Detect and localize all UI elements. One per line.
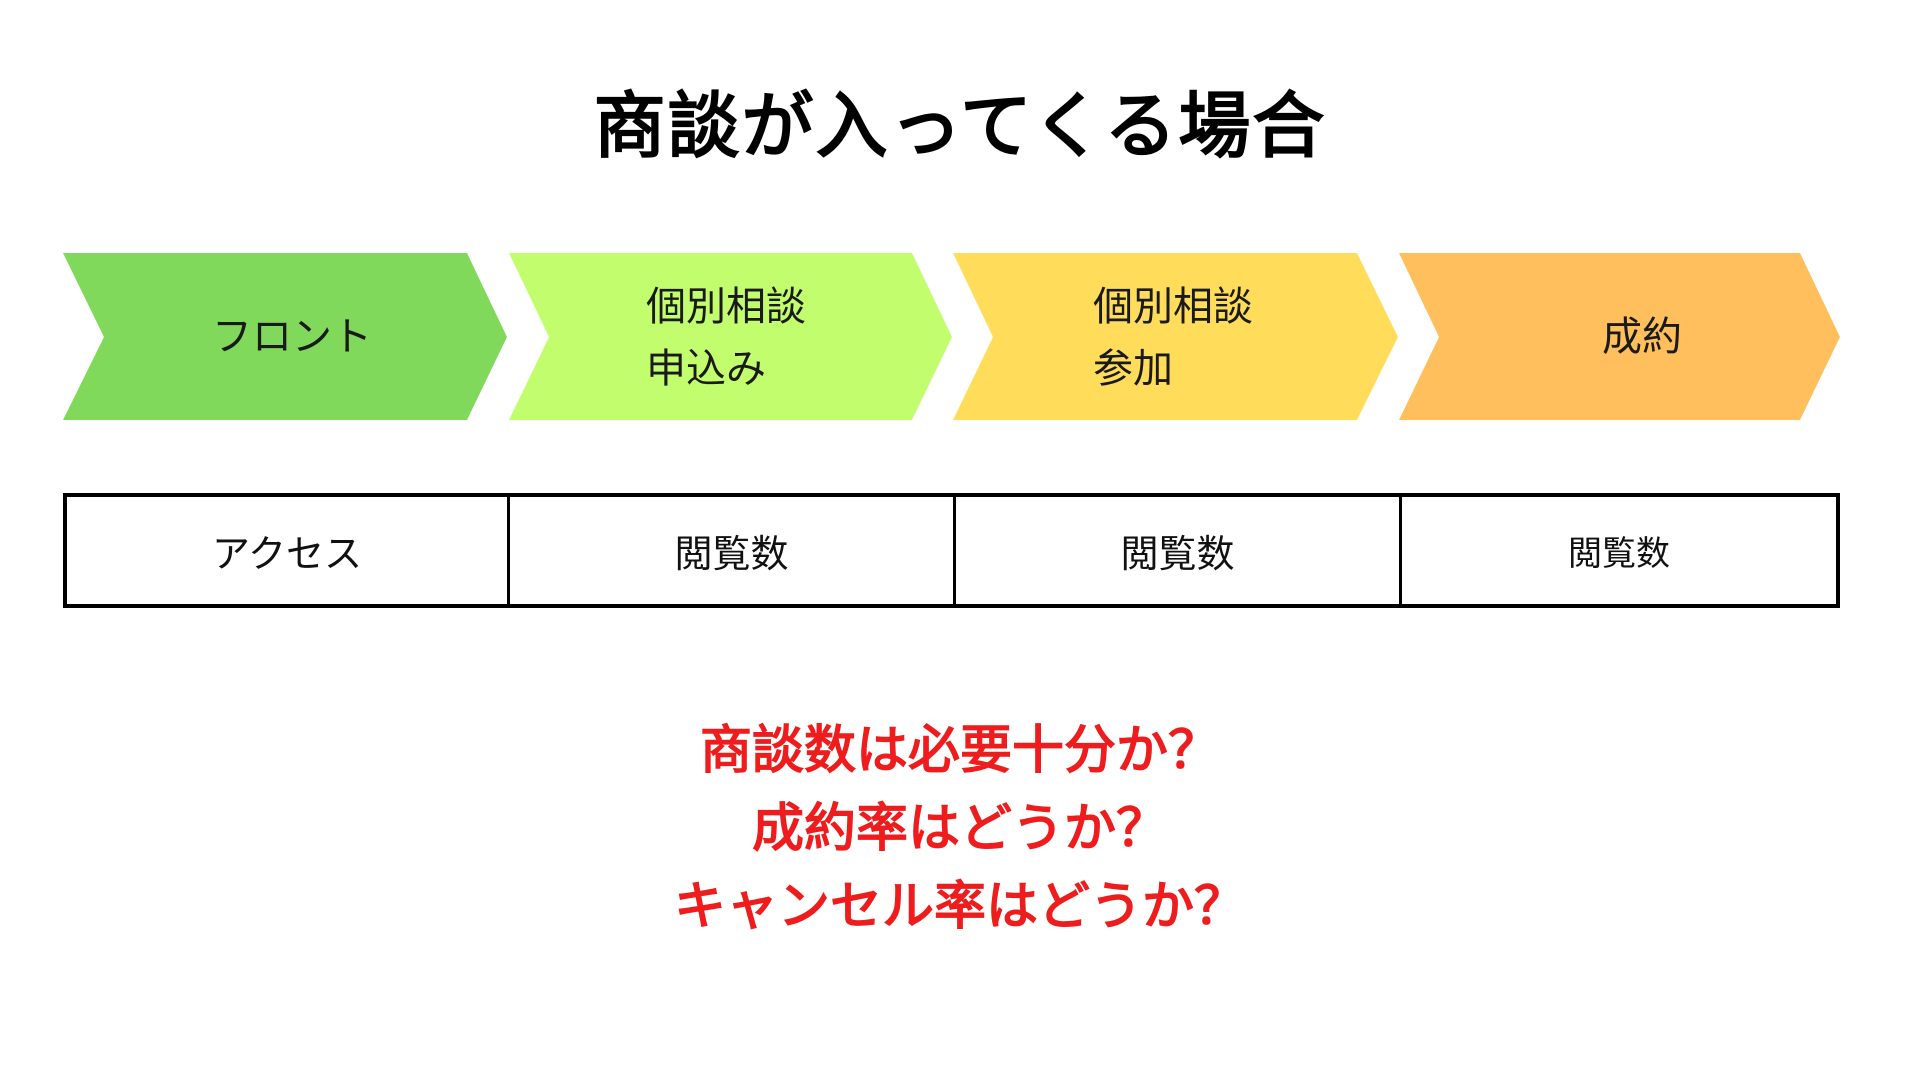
stage-label-front: フロント xyxy=(212,306,372,368)
key-questions: 商談数は必要十分か？ 成約率はどうか？ キャンセル率はどうか？ xyxy=(0,712,1920,946)
stage-label-line: フロント xyxy=(212,314,372,360)
metric-cell-access: アクセス xyxy=(67,497,510,604)
stage-chevron-consult-apply xyxy=(509,253,952,420)
stage-label-line: 申込み xyxy=(646,346,766,392)
question-deal-count: 商談数は必要十分か？ xyxy=(699,721,1220,781)
stage-label-line: 個別相談 xyxy=(646,284,806,330)
stage-label-consult-apply: 個別相談 申込み xyxy=(646,276,806,400)
stage-label-line: 成約 xyxy=(1602,314,1682,360)
stage-label-line: 参加 xyxy=(1093,346,1173,392)
question-cancel-rate: キャンセル率はどうか？ xyxy=(673,877,1246,937)
question-close-rate: 成約率はどうか？ xyxy=(751,799,1168,859)
metric-label: 閲覧数 xyxy=(1568,534,1670,574)
stage-label-contract: 成約 xyxy=(1602,306,1682,368)
stage-chevron-contract xyxy=(1399,253,1840,420)
metric-label: アクセス xyxy=(211,532,363,576)
slide-title: 商談が入ってくる場合 xyxy=(593,84,1327,168)
metric-label: 閲覧数 xyxy=(674,532,789,576)
stage-label-line: 個別相談 xyxy=(1093,284,1253,330)
metric-cell-views-contract: 閲覧数 xyxy=(1402,497,1836,604)
stage-label-consult-attend: 個別相談 参加 xyxy=(1093,276,1253,400)
stage-chevron-consult-attend xyxy=(953,253,1398,420)
stage-chevron-front xyxy=(63,253,507,420)
metric-cell-views-apply: 閲覧数 xyxy=(510,497,956,604)
metric-label: 閲覧数 xyxy=(1120,532,1235,576)
metric-cell-views-attend: 閲覧数 xyxy=(956,497,1402,604)
metrics-table: アクセス 閲覧数 閲覧数 閲覧数 xyxy=(63,493,1840,608)
